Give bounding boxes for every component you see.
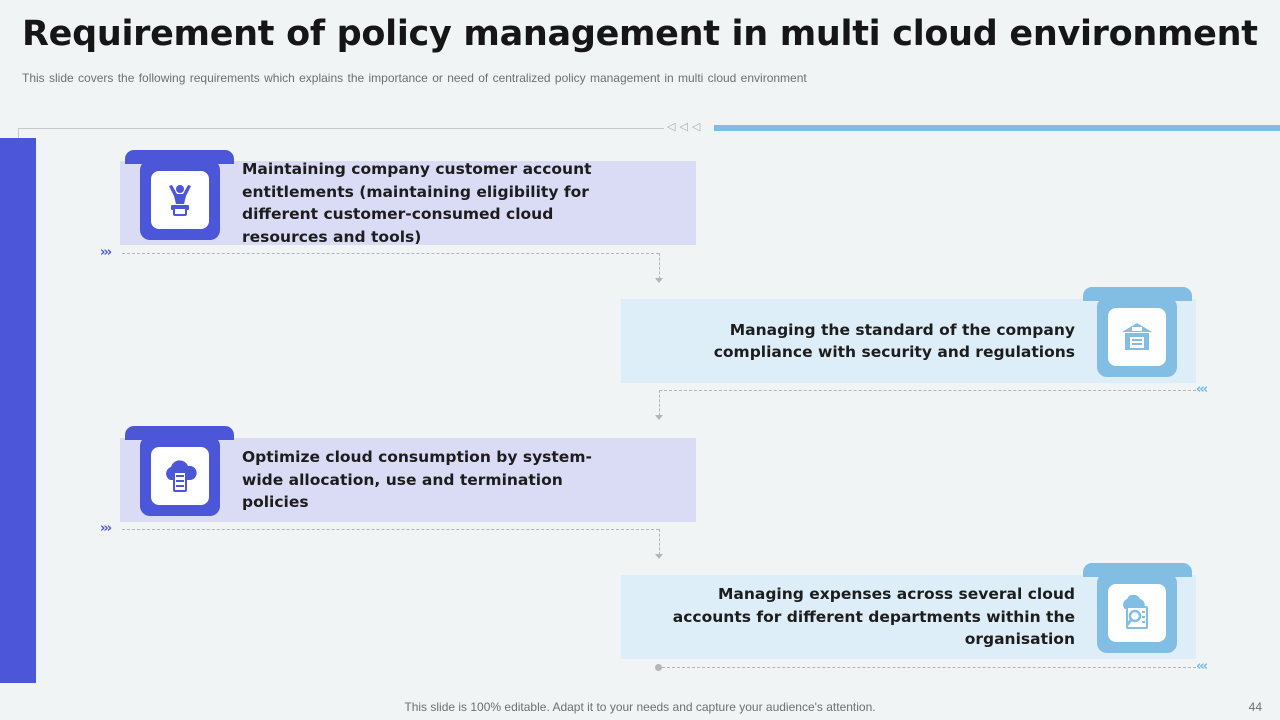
chevron-left-icon: ‹‹‹	[1196, 382, 1208, 397]
connector-line-3	[122, 529, 659, 530]
person-cheering-icon	[169, 185, 191, 216]
arrow-down-icon	[655, 554, 663, 559]
chevron-left-icon: ‹‹‹	[1196, 659, 1208, 674]
page-number: 44	[1248, 700, 1262, 714]
arrow-down-icon	[655, 278, 663, 283]
requirement-icon-box-1	[140, 160, 220, 240]
top-divider-line	[18, 128, 664, 129]
chevron-right-icon: ›››	[100, 521, 112, 536]
requirement-icon-box-2	[1097, 297, 1177, 377]
connector-drop-1	[659, 253, 660, 279]
requirement-text-1: Maintaining company customer account ent…	[242, 160, 592, 246]
top-accent-bar	[714, 125, 1280, 131]
connector-drop-3	[659, 529, 660, 555]
cloud-server-icon	[166, 460, 197, 492]
connector-drop-2	[659, 390, 660, 416]
connector-end-dot	[655, 664, 662, 671]
slide-title: Requirement of policy management in mult…	[22, 14, 1258, 54]
slide-subtitle: This slide covers the following requirem…	[22, 71, 807, 85]
chevron-right-icon: ›››	[100, 245, 112, 260]
top-divider-drop	[18, 128, 19, 138]
connector-line-1	[122, 253, 659, 254]
connector-line-4	[662, 667, 1196, 668]
arrow-down-icon	[655, 415, 663, 420]
requirement-text-2: Managing the standard of the company com…	[713, 320, 1075, 362]
requirement-text-4: Managing expenses across several cloud a…	[672, 585, 1075, 649]
top-arrows-decoration: ◁◁◁	[667, 121, 705, 133]
slide-footer: This slide is 100% editable. Adapt it to…	[404, 700, 876, 714]
requirement-icon-box-3	[140, 436, 220, 516]
cloud-expense-search-icon	[1123, 595, 1148, 629]
requirement-text-3: Optimize cloud consumption by system-wid…	[242, 448, 592, 512]
requirement-icon-box-4	[1097, 573, 1177, 653]
connector-line-2	[659, 390, 1196, 391]
building-document-icon	[1122, 323, 1152, 350]
left-accent-bar	[0, 138, 36, 683]
